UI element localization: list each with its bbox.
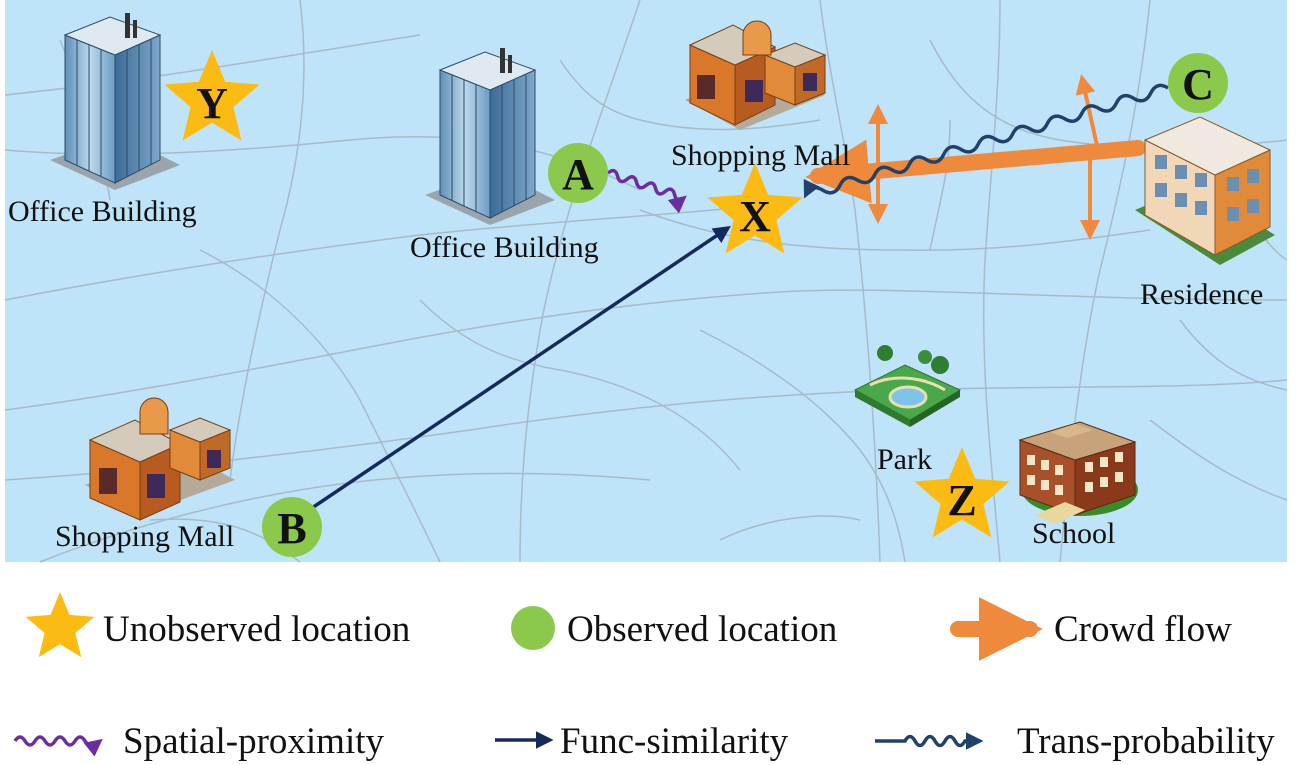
legend-observed-icon [511,606,555,650]
observed-c: C [1168,53,1228,113]
observed-letter: B [277,504,306,553]
office-building-2-label: Office Building [410,231,599,264]
office-building-1-label: Office Building [8,195,197,228]
road-network [4,0,1288,563]
crowd-flow-arrows [805,74,1146,240]
observed-node-icon [1168,53,1228,113]
park-label: Park [877,443,932,476]
observed-node-icon [262,497,322,557]
unobserved-star-icon [164,50,260,141]
office-building-icon [425,48,555,225]
legend-unobserved-label: Unobserved location [103,609,410,650]
shopping-mall-bottom-label: Shopping Mall [55,520,234,553]
unobserved-z: Z [914,447,1010,538]
unobserved-star-icon [707,163,803,254]
map-area: Office Building Office Building Shopping… [4,0,1288,563]
unobserved-x: X [707,163,803,254]
unobserved-star-icon [914,447,1010,538]
shopping-mall-top-label: Shopping Mall [671,139,850,172]
unobserved-letter: X [739,192,771,241]
map-labels: Office Building Office Building Shopping… [8,139,1263,553]
legend-trans-probability-icon [875,732,984,750]
legend: Unobserved location Observed location Cr… [13,592,1275,762]
office-building-icon [50,13,180,190]
school-label: School [1032,517,1115,550]
spatial-proximity-edge [606,168,687,214]
school-icon [1018,421,1138,524]
observed-letter: C [1182,60,1214,109]
legend-observed-label: Observed location [567,609,837,650]
legend-crowd-flow-label: Crowd flow [1054,609,1232,650]
legend-star-icon [25,592,95,658]
crowd-flow-vertical-right [1075,74,1100,151]
residence-icon [1135,116,1275,265]
unobserved-letter: Z [947,476,976,525]
crowd-flow-main [805,139,1146,204]
residence-label: Residence [1140,278,1263,311]
shopping-mall-icon [85,397,235,521]
legend-func-similarity-label: Func-similarity [560,721,789,762]
legend-unobserved [25,592,95,658]
unobserved-y: Y [164,50,260,141]
shopping-mall-icon [685,20,827,130]
trans-probability-edge [803,83,1169,199]
func-similarity-edge [311,226,731,510]
observed-node-icon [548,143,608,203]
observed-b: B [262,497,322,557]
observed-a: A [548,143,608,203]
legend-spatial-proximity-label: Spatial-proximity [123,721,385,762]
park-icon [853,345,962,427]
unobserved-letter: Y [196,79,228,128]
observed-letter: A [562,150,594,199]
legend-spatial-proximity-icon [13,735,103,757]
legend-trans-probability-label: Trans-probability [1017,721,1275,762]
